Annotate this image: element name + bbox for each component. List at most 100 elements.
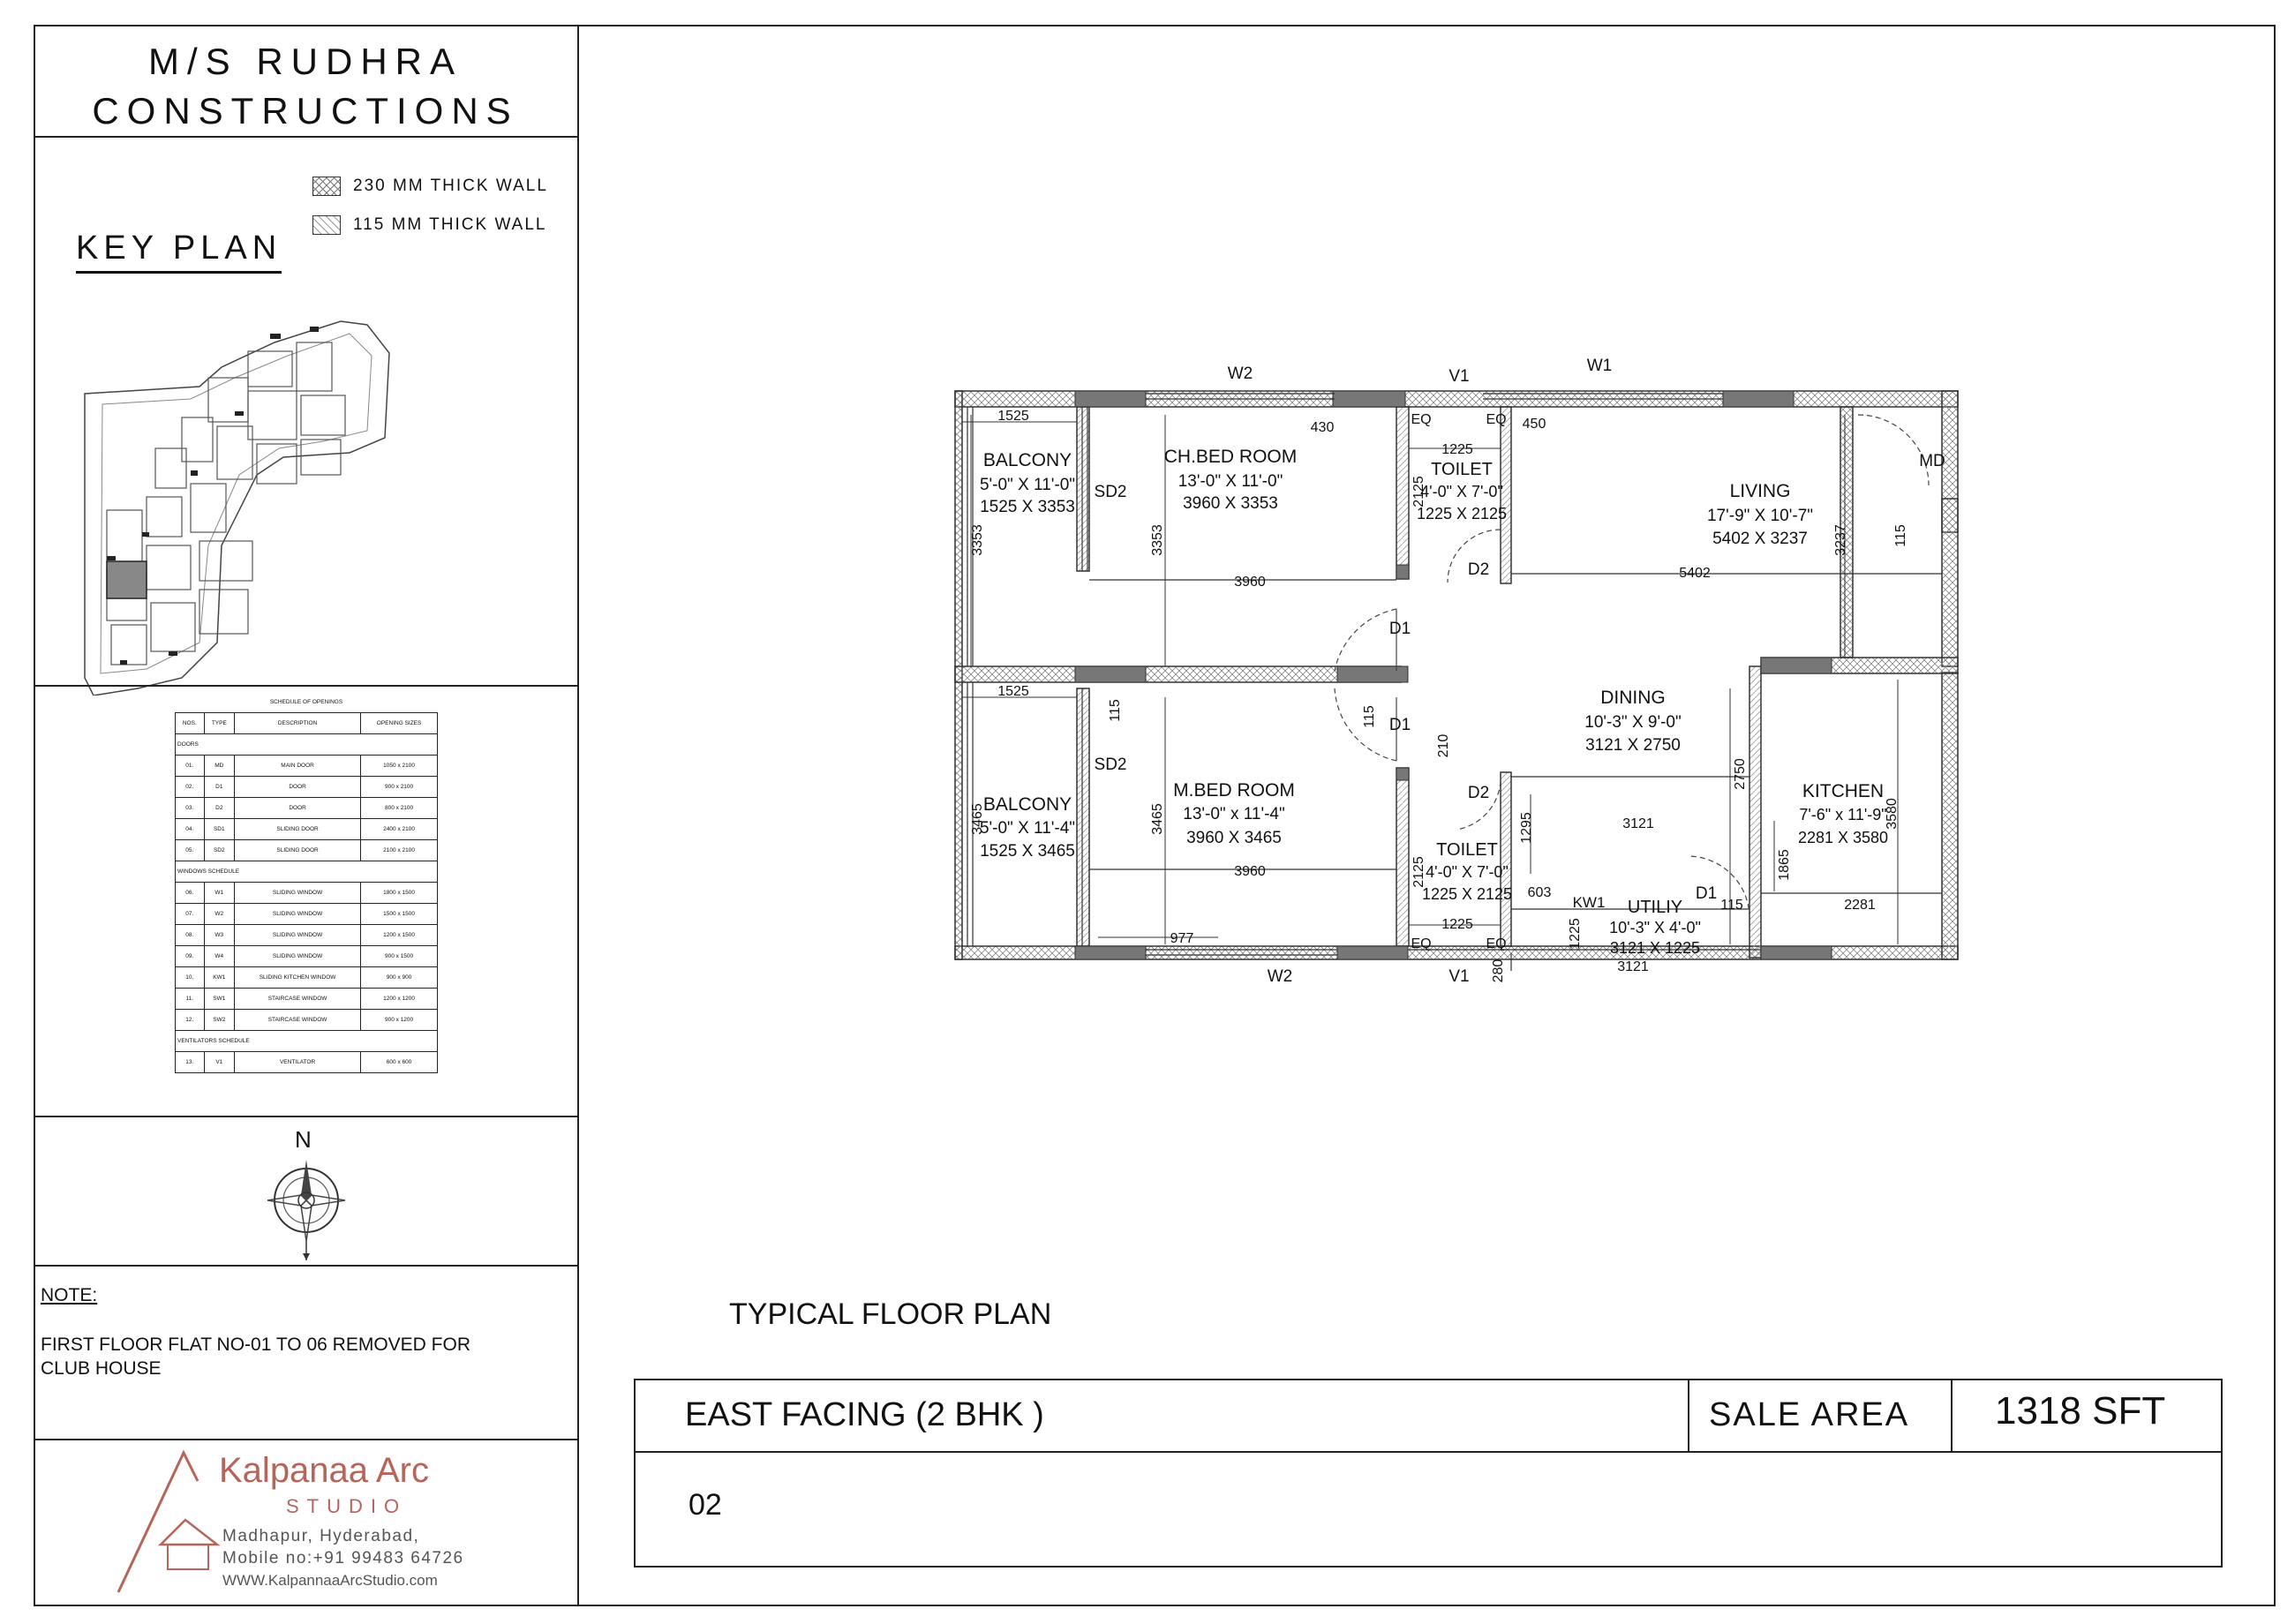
schedule-cell: DOOR: [233, 797, 362, 819]
dim-label: 3121: [1622, 816, 1654, 831]
note-line: FIRST FLOOR FLAT NO-01 TO 06 REMOVED FOR: [41, 1335, 470, 1355]
room-toilet-2: TOILET 4'-0" X 7'-0" 1225 X 2125: [1422, 840, 1512, 903]
company-line2: CONSTRUCTIONS: [92, 90, 519, 132]
room-metric: 2281 X 3580: [1798, 829, 1888, 846]
company-name: M/S RUDHRA CONSTRUCTIONS: [34, 37, 577, 136]
schedule-cell: W3: [203, 924, 235, 946]
dim-label: 450: [1523, 417, 1546, 432]
dim-label: 280: [1491, 959, 1506, 983]
room-metric: 5402 X 3237: [1712, 530, 1808, 548]
door-swings: [1334, 414, 1930, 919]
tag-v1: V1: [1448, 367, 1469, 386]
room-metric: 3121 X 2750: [1585, 736, 1681, 755]
dim-label: 3121: [1617, 959, 1649, 974]
room-imperial: 13'-0" x 11'-4": [1183, 805, 1284, 823]
room-metric: 1525 X 3353: [980, 498, 1075, 516]
wall-toilet2-left: [1396, 767, 1410, 947]
room-imperial: 4'-0" X 7'-0": [1426, 863, 1509, 881]
room-imperial: 5'-0" X 11'-0": [980, 476, 1075, 494]
room-ch-bedroom: CH.BED ROOM 13'-0" X 11'-0" 3960 X 3353: [1164, 447, 1298, 513]
room-imperial: 17'-9" X 10'-7": [1707, 507, 1813, 525]
room-name: TOILET: [1431, 460, 1493, 479]
wall-right-bot: [1941, 672, 1959, 960]
tag-sd2: SD2: [1095, 483, 1127, 501]
schedule-cell: D2: [203, 797, 235, 819]
dim-label: 3353: [1150, 524, 1165, 556]
tag-kw1: KW1: [1573, 894, 1606, 911]
schedule-cell: W1: [203, 882, 235, 904]
room-metric: 3121 X 1225: [1610, 939, 1700, 957]
tag-eq: EQ: [1486, 412, 1506, 427]
tag-d2: D2: [1468, 560, 1489, 579]
mobile-line: Mobile no:+91 99483 64726: [222, 1549, 464, 1568]
schedule-cell: STAIRCASE WINDOW: [233, 988, 362, 1010]
schedule-cell: 2400 x 2100: [360, 818, 438, 840]
room-metric: 1225 X 2125: [1422, 885, 1512, 903]
divider: [1688, 1380, 1689, 1451]
room-imperial: 10'-3" X 9'-0": [1584, 713, 1681, 732]
dim-label: 115: [1720, 898, 1743, 913]
col-header: OPENING SIZES: [360, 712, 438, 734]
dimension-lines: [962, 415, 1899, 944]
room-imperial: 10'-3" X 4'-0": [1609, 919, 1701, 936]
divider: [34, 136, 577, 138]
schedule-cell: VENTILATOR: [233, 1051, 362, 1073]
schedule-cell: 01.: [175, 755, 205, 777]
sidebar: M/S RUDHRA CONSTRUCTIONS 230 MM THICK WA…: [34, 25, 579, 1606]
schedule-cell: 1800 x 1500: [360, 882, 438, 904]
schedule-cell: W4: [203, 945, 235, 967]
schedule-cell: V1: [203, 1051, 235, 1073]
schedule-cell: MAIN DOOR: [233, 755, 362, 777]
dim-label: 430: [1311, 420, 1335, 435]
schedule-cell: MD: [203, 755, 235, 777]
dim-label: 3237: [1833, 524, 1848, 556]
room-name: DINING: [1600, 688, 1666, 708]
section-label: DOORS: [175, 733, 438, 756]
section-label: WINDOWS SCHEDULE: [175, 861, 438, 883]
schedule-of-openings: SCHEDULE OF OPENINGS NOS. TYPE DESCRIPTI…: [175, 692, 438, 1073]
tag-d1: D1: [1389, 620, 1411, 638]
room-living: LIVING 17'-9" X 10'-7" 5402 X 3237: [1707, 481, 1813, 548]
dim-label: 1225: [1568, 918, 1583, 950]
col-header: NOS.: [175, 712, 205, 734]
schedule-cell: DOOR: [233, 776, 362, 798]
tag-d1: D1: [1389, 716, 1411, 734]
schedule-cell: SD2: [203, 839, 235, 861]
wall-mid-left: [954, 665, 1402, 683]
room-imperial: 7'-6" x 11'-9": [1799, 806, 1886, 823]
dim-label: 3353: [970, 524, 985, 556]
dim-label: 1865: [1777, 849, 1792, 881]
schedule-cell: SLIDING DOOR: [233, 818, 362, 840]
room-name: M.BED ROOM: [1173, 780, 1295, 801]
tag-v1: V1: [1448, 967, 1469, 986]
legend-label: 230 MM THICK WALL: [353, 177, 548, 195]
schedule-cell: 11.: [175, 988, 205, 1010]
tag-d2: D2: [1468, 784, 1489, 802]
dim-label: 2281: [1844, 898, 1876, 913]
website-link[interactable]: WWW.KalpannaaArcStudio.com: [222, 1572, 438, 1589]
room-name: BALCONY: [983, 450, 1072, 470]
dim-label: 2750: [1733, 758, 1748, 790]
schedule-cell: SD1: [203, 818, 235, 840]
room-name: TOILET: [1436, 840, 1498, 860]
window-lines: [967, 393, 1942, 971]
divider: [1951, 1380, 1953, 1451]
schedule-cell: SLIDING WINDOW: [233, 882, 362, 904]
logo-name: Kalpanaa Arc: [219, 1451, 429, 1490]
dim-label: 2125: [1411, 476, 1426, 508]
logo-studio: STUDIO: [286, 1495, 408, 1517]
schedule-cell: 02.: [175, 776, 205, 798]
note-title: NOTE:: [41, 1285, 98, 1305]
note-body: FIRST FLOOR FLAT NO-01 TO 06 REMOVED FOR…: [41, 1333, 500, 1380]
logo-mark-icon: [117, 1449, 221, 1593]
